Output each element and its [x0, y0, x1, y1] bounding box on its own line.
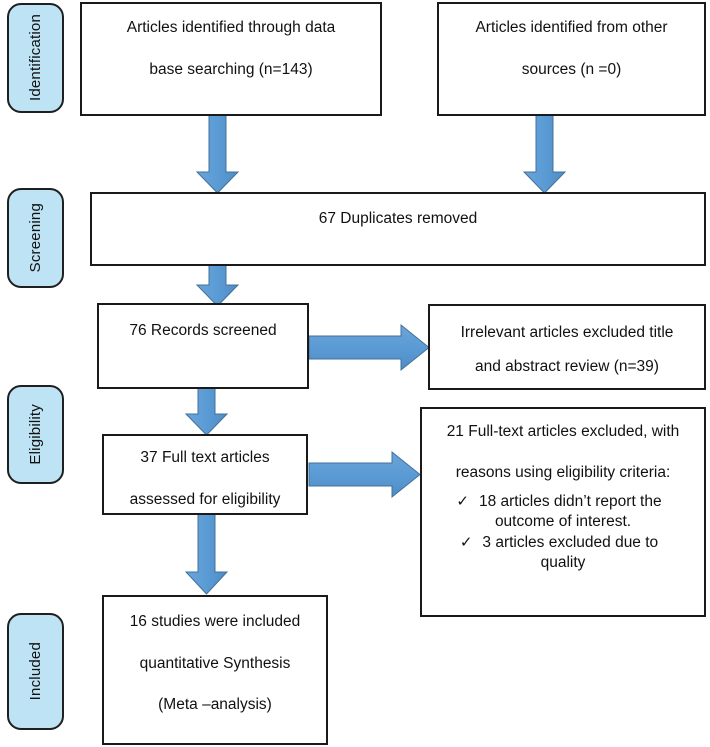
stage-label-screening-text: Screening	[27, 203, 44, 273]
box-irrelevant-excluded-line-2: and abstract review (n=39)	[475, 357, 659, 375]
box-fulltext-excluded-bullet-2-line-1: 3 articles excluded due to	[482, 534, 659, 551]
box-fulltext-excluded-bullet-2-line-2: quality	[540, 553, 586, 571]
box-records-screened: 76 Records screened	[97, 303, 309, 389]
box-studies-included-line-1: 16 studies were included	[129, 613, 301, 630]
arrow-screened-to-irrelevant	[308, 323, 430, 372]
checkmark-icon: ✓	[456, 493, 469, 510]
box-other-sources-line-2: sources (n =0)	[521, 60, 622, 78]
box-studies-included-line-2: quantitative Synthesis	[139, 654, 291, 672]
box-fulltext-excluded-heading-1: 21 Full-text articles excluded, with	[446, 423, 680, 440]
box-other-sources-line-1: Articles identified from other	[475, 19, 668, 36]
stage-label-identification-text: Identification	[27, 14, 44, 102]
arrow-fulltext-to-included	[184, 513, 229, 595]
arrow-fulltext-to-excluded	[308, 450, 421, 499]
box-duplicates-removed: 67 Duplicates removed	[90, 192, 706, 266]
arrow-duplicates-to-screened	[195, 264, 240, 307]
box-fulltext-excluded-bullet-1-line-2: outcome of interest.	[494, 512, 632, 530]
box-duplicates-removed-line-1: 67 Duplicates removed	[318, 210, 478, 227]
box-database-search: Articles identified through data base se…	[80, 2, 382, 116]
stage-label-eligibility-text: Eligibility	[27, 404, 44, 465]
box-fulltext-assessed-line-2: assessed for eligibility	[129, 490, 281, 508]
checkmark-icon: ✓	[459, 534, 473, 551]
box-fulltext-assessed: 37 Full text articles assessed for eligi…	[102, 434, 308, 515]
box-fulltext-assessed-line-1: 37 Full text articles	[140, 449, 270, 466]
stage-label-included: Included	[7, 613, 64, 730]
stage-label-eligibility: Eligibility	[7, 385, 64, 484]
box-studies-included-line-3: (Meta –analysis)	[158, 696, 272, 713]
stage-label-included-text: Included	[27, 642, 44, 701]
box-records-screened-line-1: 76 Records screened	[129, 322, 277, 339]
box-irrelevant-excluded-line-1: Irrelevant articles excluded title	[460, 324, 674, 341]
box-fulltext-excluded-bullet-1-line-1: 18 articles didn’t report the	[478, 493, 662, 510]
box-irrelevant-excluded: Irrelevant articles excluded title and a…	[428, 304, 706, 390]
box-fulltext-excluded-bullet-1: ✓ 18 articles didn’t report the	[422, 494, 704, 510]
stage-label-screening: Screening	[7, 188, 64, 288]
box-database-search-line-1: Articles identified through data	[126, 19, 336, 36]
stage-label-identification: Identification	[7, 3, 64, 113]
box-other-sources: Articles identified from other sources (…	[437, 2, 706, 116]
arrow-screened-to-fulltext	[184, 387, 229, 436]
arrow-database-to-duplicates	[195, 114, 240, 194]
box-studies-included: 16 studies were included quantitative Sy…	[102, 595, 328, 745]
box-fulltext-excluded: 21 Full-text articles excluded, with rea…	[420, 407, 706, 617]
box-fulltext-excluded-bullet-2: ✓ 3 articles excluded due to	[422, 535, 704, 551]
box-database-search-line-2: base searching (n=143)	[149, 60, 313, 78]
arrow-other-to-duplicates	[522, 114, 567, 194]
box-fulltext-excluded-heading-2: reasons using eligibility criteria:	[455, 463, 671, 481]
